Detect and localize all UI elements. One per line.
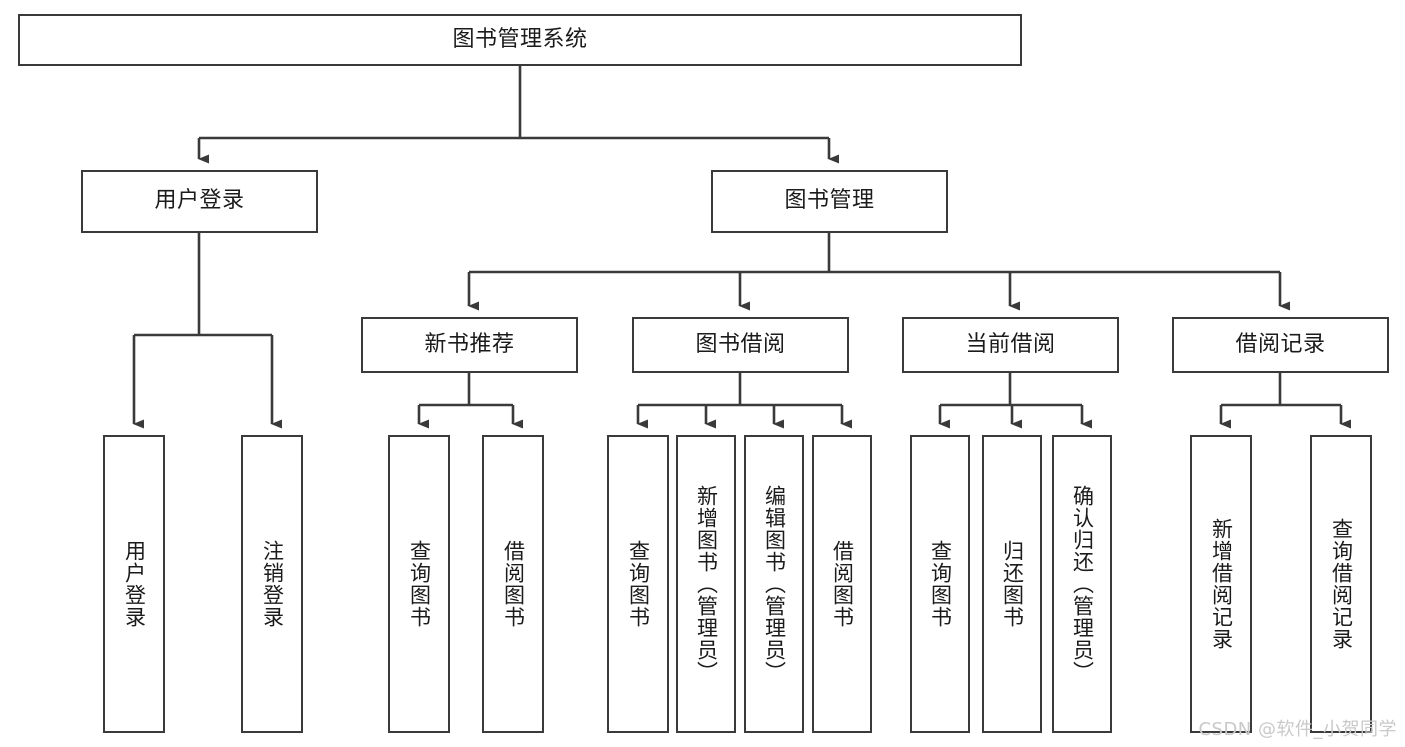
node-leaf-11[interactable]: 新增借阅记录: [1190, 435, 1252, 733]
node-leaf-10[interactable]: 确认归还（管理员）: [1052, 435, 1112, 733]
node-level3-2[interactable]: 当前借阅: [902, 317, 1119, 373]
node-leaf-7[interactable]: 借阅图书: [812, 435, 872, 733]
node-leaf-4[interactable]: 查询图书: [607, 435, 669, 733]
node-label: 图书管理: [784, 188, 875, 214]
node-leaf-8[interactable]: 查询图书: [910, 435, 970, 733]
node-leaf-5[interactable]: 新增图书（管理员）: [676, 435, 736, 733]
node-leaf-0[interactable]: 用户登录: [103, 435, 165, 733]
node-label: 确认归还（管理员）: [1070, 485, 1095, 683]
node-label: 归还图书: [1000, 540, 1025, 628]
node-leaf-3[interactable]: 借阅图书: [482, 435, 544, 733]
node-leaf-9[interactable]: 归还图书: [982, 435, 1042, 733]
node-label: 图书管理系统: [452, 26, 588, 52]
node-label: 编辑图书（管理员）: [762, 485, 787, 683]
node-label: 用户登录: [122, 540, 147, 628]
node-label: 借阅图书: [501, 540, 526, 628]
node-leaf-1[interactable]: 注销登录: [241, 435, 303, 733]
node-root-0[interactable]: 图书管理系统: [18, 14, 1022, 66]
node-label: 图书借阅: [695, 331, 786, 357]
node-label: 新增图书（管理员）: [694, 485, 719, 683]
node-leaf-6[interactable]: 编辑图书（管理员）: [744, 435, 804, 733]
node-label: 新书推荐: [424, 331, 515, 357]
node-label: 查询借阅记录: [1329, 518, 1354, 650]
node-level2-1[interactable]: 图书管理: [711, 170, 948, 233]
node-label: 查询图书: [407, 540, 432, 628]
node-label: 查询图书: [626, 540, 651, 628]
node-label: 借阅记录: [1235, 331, 1326, 357]
node-leaf-12[interactable]: 查询借阅记录: [1310, 435, 1372, 733]
node-label: 查询图书: [928, 540, 953, 628]
node-level2-0[interactable]: 用户登录: [81, 170, 318, 233]
node-label: 新增借阅记录: [1209, 518, 1234, 650]
node-label: 用户登录: [154, 188, 245, 214]
node-level3-1[interactable]: 图书借阅: [632, 317, 849, 373]
node-level3-3[interactable]: 借阅记录: [1172, 317, 1389, 373]
node-label: 注销登录: [260, 540, 285, 628]
node-leaf-2[interactable]: 查询图书: [388, 435, 450, 733]
node-label: 借阅图书: [830, 540, 855, 628]
node-label: 当前借阅: [965, 331, 1056, 357]
node-level3-0[interactable]: 新书推荐: [361, 317, 578, 373]
